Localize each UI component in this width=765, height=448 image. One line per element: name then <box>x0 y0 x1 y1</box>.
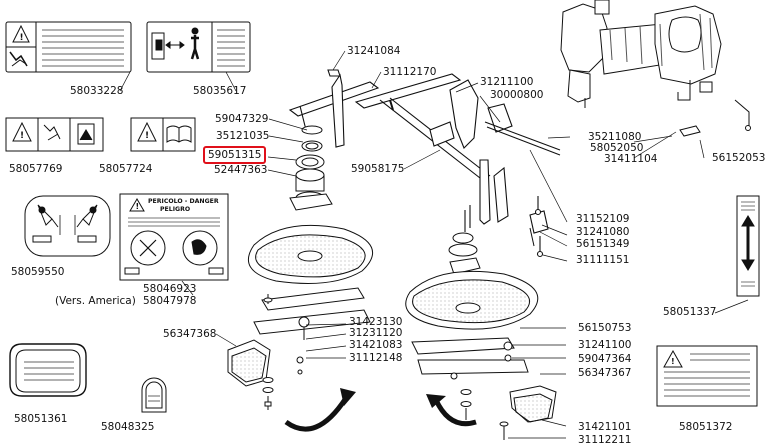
danger-decal-title: PERICOLO - DANGER <box>148 198 219 205</box>
svg-text:!: ! <box>20 33 24 43</box>
part-label-58057769[interactable]: 58057769 <box>9 163 63 175</box>
part-label-56151349[interactable]: 56151349 <box>576 238 630 250</box>
part-label-30000800[interactable]: 30000800 <box>490 89 544 101</box>
part-label-31211100[interactable]: 31211100 <box>480 76 534 88</box>
part-label-31152109[interactable]: 31152109 <box>576 213 630 225</box>
rotation-arrows <box>284 396 477 432</box>
lift-frame <box>288 69 561 258</box>
svg-text:!: ! <box>136 202 140 211</box>
decal-58035617 <box>146 21 251 73</box>
leader-lines <box>119 50 749 439</box>
decal-58051337 <box>736 195 760 297</box>
part-label-31231120[interactable]: 31231120 <box>349 327 403 339</box>
part-label-56347368[interactable]: 56347368 <box>163 328 217 340</box>
decal-58051372: ! <box>656 345 758 407</box>
decal-58059550 <box>24 195 111 257</box>
part-label-56150753[interactable]: 56150753 <box>578 322 632 334</box>
rotation-arrow-right-head <box>426 394 446 408</box>
part-label-31411104[interactable]: 31411104 <box>604 153 658 165</box>
svg-text:!: ! <box>671 357 675 366</box>
part-label-31112148[interactable]: 31112148 <box>349 352 403 364</box>
decal-58057769: ! <box>5 117 104 152</box>
part-label-35211080[interactable]: 35211080 <box>588 131 642 143</box>
version-note: (Vers. America) <box>55 295 136 307</box>
part-label-31421083[interactable]: 31421083 <box>349 339 403 351</box>
part-label-31241080[interactable]: 31241080 <box>576 226 630 238</box>
gearbox-assembly <box>560 0 751 137</box>
part-label-59047329[interactable]: 59047329 <box>215 113 269 125</box>
decal-58048325 <box>141 377 167 413</box>
right-rotor-stack <box>405 227 557 440</box>
decal-58033228: ! <box>5 21 132 73</box>
part-label-58047978[interactable]: 58047978 <box>143 295 197 307</box>
part-label-59051315-highlighted[interactable]: 59051315 <box>203 146 267 164</box>
part-label-31111151[interactable]: 31111151 <box>576 254 630 266</box>
part-label-59058175[interactable]: 59058175 <box>351 163 405 175</box>
part-label-31241084[interactable]: 31241084 <box>347 45 401 57</box>
part-label-59047364[interactable]: 59047364 <box>578 353 632 365</box>
part-label-58059550[interactable]: 58059550 <box>11 266 65 278</box>
part-label-58035617[interactable]: 58035617 <box>193 85 247 97</box>
part-label-56347367[interactable]: 56347367 <box>578 367 632 379</box>
part-label-31423130[interactable]: 31423130 <box>349 316 403 328</box>
part-label-58048325[interactable]: 58048325 <box>101 421 155 433</box>
part-label-31112211[interactable]: 31112211 <box>578 434 632 446</box>
part-label-58051372[interactable]: 58051372 <box>679 421 733 433</box>
part-label-52447363[interactable]: 52447363 <box>214 164 268 176</box>
part-label-35121035[interactable]: 35121035 <box>216 130 270 142</box>
left-rotor-stack <box>227 125 373 410</box>
decal-58051361 <box>9 343 87 397</box>
part-label-58052050[interactable]: 58052050 <box>590 142 644 154</box>
part-label-31112170[interactable]: 31112170 <box>383 66 437 78</box>
part-label-58033228[interactable]: 58033228 <box>70 85 124 97</box>
part-label-58057724[interactable]: 58057724 <box>99 163 153 175</box>
part-label-58051361[interactable]: 58051361 <box>14 413 68 425</box>
part-label-58046923[interactable]: 58046923 <box>143 283 197 295</box>
svg-text:!: ! <box>20 131 24 141</box>
decal-58057724: ! <box>130 117 196 152</box>
svg-text:!: ! <box>145 131 149 141</box>
danger-decal-58046923: ! PERICOLO - DANGER PELIGRO <box>119 193 229 281</box>
danger-decal-subtitle: PELIGRO <box>160 206 190 213</box>
part-label-31421101[interactable]: 31421101 <box>578 421 632 433</box>
part-label-58051337[interactable]: 58051337 <box>663 306 717 318</box>
rotation-arrow-left-head <box>340 388 356 406</box>
part-label-31241100[interactable]: 31241100 <box>578 339 632 351</box>
part-label-56152053[interactable]: 56152053 <box>712 152 765 164</box>
